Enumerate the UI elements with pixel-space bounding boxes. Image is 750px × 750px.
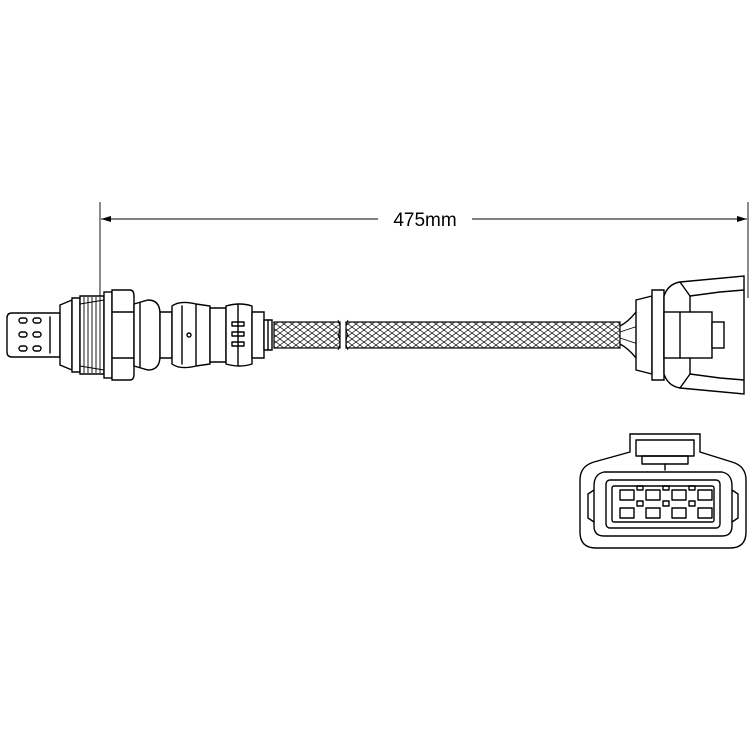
dimension-annotation: 475mm (99, 202, 749, 298)
cable-segment-right (345, 321, 621, 349)
cable-segment-left (273, 321, 341, 349)
arrow-right-icon (737, 216, 747, 222)
thread-icon (71, 289, 135, 381)
dimension-label: 475mm (393, 210, 456, 231)
arrow-left-icon (101, 216, 111, 222)
sensor-shell (133, 299, 273, 371)
connector-face-icon (579, 433, 747, 549)
connector-side-icon (635, 275, 745, 395)
probe-icon (6, 298, 73, 372)
braided-cable-icon (273, 311, 639, 359)
